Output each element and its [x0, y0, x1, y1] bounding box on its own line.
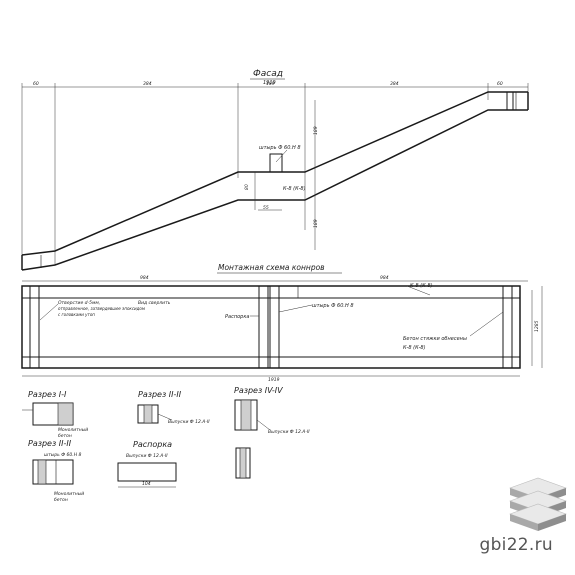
profile-label: К-8 (К-8): [283, 186, 306, 192]
plan-right-tag: К-8 (К-8): [410, 283, 433, 289]
facade-vert-lower: 189: [313, 219, 319, 228]
slot-width-dim: 55: [263, 205, 269, 211]
center-height-dim: 80: [244, 184, 250, 190]
section-4-note1: Монолитный: [54, 491, 84, 497]
plan-overall-dim: 1919: [268, 377, 280, 383]
plan-label-welds: Вид сверлить: [138, 300, 171, 306]
prop-title: Распорка: [133, 440, 172, 449]
facade-dim-right: 384: [390, 81, 399, 87]
facade-view: Фасад 1919 60 384 189 384 60 189 189 80 …: [21, 69, 529, 271]
plan-label-block: Бетон стяжки обнесены: [403, 336, 467, 342]
stud-leader: [275, 149, 288, 163]
section-3-note: Выпуски Ф 12.А-II: [268, 429, 310, 435]
plan-view: Монтажная схема коннров 984 984 Отверсти…: [21, 263, 543, 383]
plan-label-prop: Распорка: [225, 314, 249, 320]
prop-note: Выпуски Ф 12.А-II: [126, 453, 168, 459]
plan-center-post-a: [258, 285, 269, 369]
section-4-hatch: [37, 459, 47, 485]
section-1-hatch: [57, 402, 74, 426]
plan-label-opening-3: с головками утоп: [58, 312, 95, 317]
plan-leader-stud: [278, 304, 313, 313]
section-2-note: Выпуски Ф 12.А-II: [168, 419, 210, 425]
plan-left-post: [29, 285, 40, 369]
plan-center-post-b: [269, 285, 280, 369]
section-2-hatch: [143, 404, 153, 424]
section-4-title: Разрез II-II: [28, 439, 72, 448]
prop-dim: 104: [142, 481, 151, 487]
plan-label-stud: штырь Ф 60.Н 8: [312, 303, 354, 309]
stringer-right-anchor: [506, 91, 514, 111]
section-3-hatch: [240, 399, 252, 431]
facade-dim-mid: 189: [266, 81, 275, 87]
section-3: Разрез IV-IV Выпуски Ф 12.А-II: [234, 386, 310, 479]
section-2-leader: [157, 413, 173, 421]
facade-title: Фасад: [253, 69, 283, 79]
section-2: Разрез II-II Выпуски Ф 12.А-II: [137, 390, 210, 425]
plan-right-post: [502, 285, 513, 369]
section-2-title: Разрез II-II: [138, 390, 182, 399]
plan-dim-left: 984: [140, 275, 149, 281]
stringer-upper-edge: [21, 91, 528, 256]
facade-overall-dim: 1919: [263, 80, 276, 86]
center-slot: [269, 153, 283, 173]
facade-dim-start: 60: [33, 81, 39, 87]
section-3-leader: [256, 419, 271, 431]
gbi-logo-icon: [509, 477, 567, 531]
plan-label-block-2: К-8 (К-8): [403, 345, 426, 351]
section-4: Разрез II-II штырь Ф 60.Н 8 Монолитный б…: [28, 439, 84, 503]
plan-leader-block: [469, 311, 504, 337]
plan-label-opening: Отверстие d-5мм,: [58, 300, 100, 306]
stringer-lower-edge: [21, 109, 528, 271]
facade-dim-end: 60: [497, 81, 503, 87]
prop-outline: [117, 462, 177, 482]
section-4-note2: бетон: [54, 497, 68, 503]
section-4-note-top: штырь Ф 60.Н 8: [44, 452, 82, 458]
plan-dim-right: 984: [380, 275, 389, 281]
plan-leader-opening: [39, 303, 59, 321]
prop-detail: Распорка Выпуски Ф 12.А-II 104: [117, 440, 177, 488]
facade-vert-upper: 189: [313, 126, 319, 135]
stud-label: штырь Ф 60.Н 8: [259, 145, 301, 151]
plan-title: Монтажная схема коннров: [218, 263, 325, 272]
section-1-note2: бетон: [58, 433, 72, 439]
section-1: Разрез I-I Монолитный бетон: [22, 390, 88, 439]
plan-leader-right-tag: [406, 285, 431, 296]
site-watermark: gbi22.ru: [479, 535, 553, 555]
section-3-detail-hatch: [239, 447, 247, 479]
section-1-title: Разрез I-I: [28, 390, 67, 399]
section-4-outline: [32, 459, 74, 485]
section-3-title: Разрез IV-IV: [234, 386, 283, 395]
plan-side-dim: 1285: [534, 320, 540, 332]
facade-dim-left: 384: [143, 81, 152, 87]
section-1-note1: Монолитный: [58, 427, 88, 433]
plan-label-opening-2: отправленное, затвердевшее эпоксидом: [58, 306, 145, 311]
